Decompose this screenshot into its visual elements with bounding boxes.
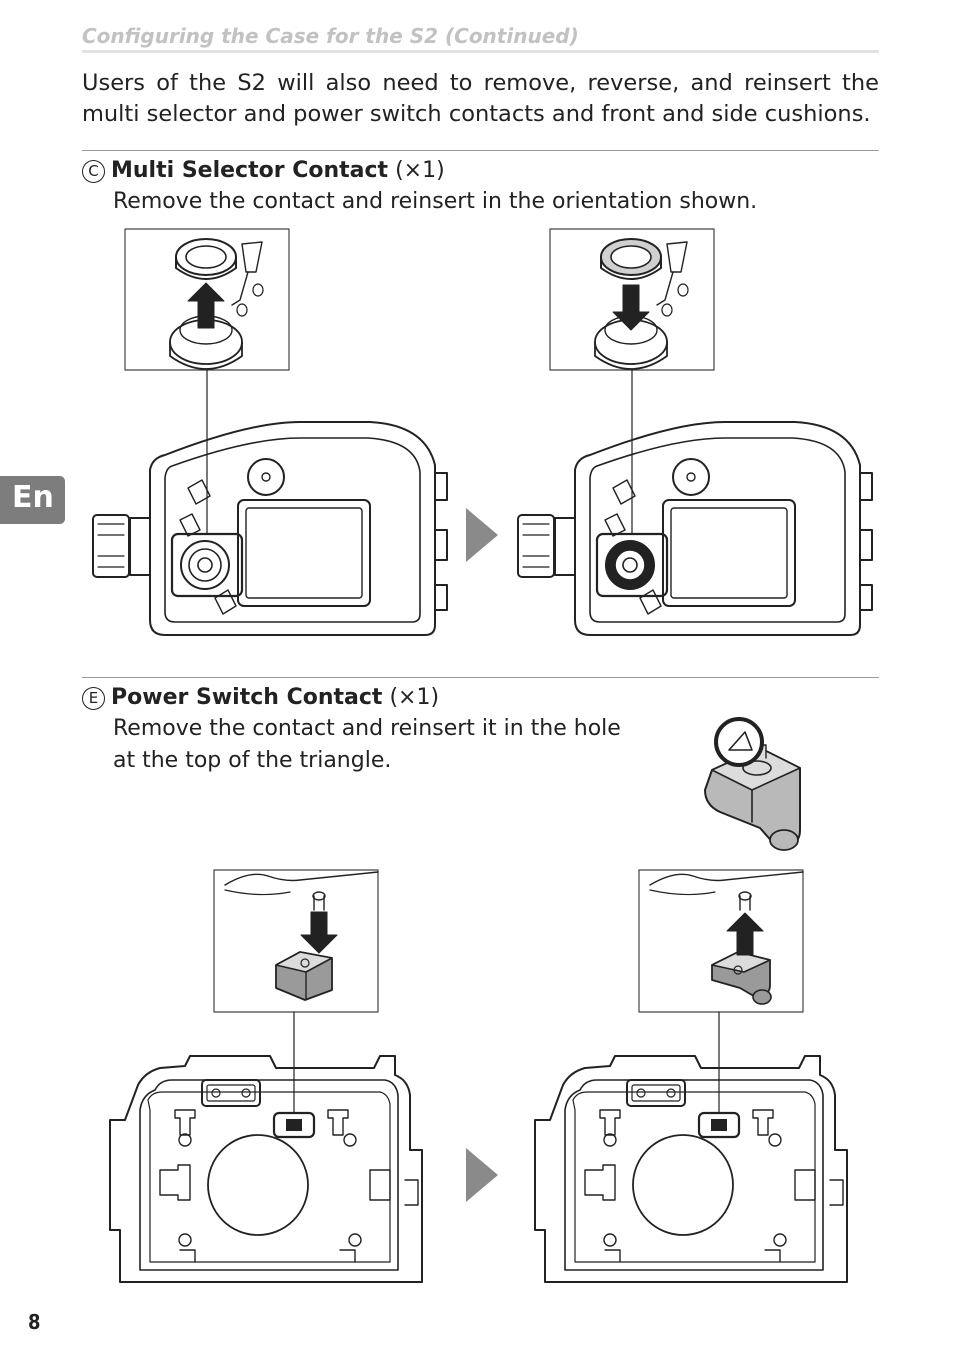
case-front-after-illustration bbox=[533, 1011, 849, 1284]
section-divider bbox=[82, 150, 879, 151]
section-divider bbox=[82, 677, 879, 678]
page-number: 8 bbox=[28, 1310, 41, 1334]
section-c-body: Remove the contact and reinsert in the o… bbox=[113, 189, 758, 214]
power-switch-contact-illustration bbox=[704, 717, 801, 851]
multi-selector-reinsert-illustration bbox=[549, 228, 715, 371]
section-c-heading: C Multi Selector Contact (×1) bbox=[82, 156, 445, 186]
section-e-title: Power Switch Contact bbox=[111, 685, 383, 710]
step-arrow-icon bbox=[466, 508, 498, 562]
multi-selector-remove-illustration bbox=[124, 228, 290, 371]
section-c-count: (×1) bbox=[395, 158, 445, 183]
circled-letter-e-icon: E bbox=[82, 687, 105, 710]
intro-paragraph: Users of the S2 will also need to remove… bbox=[82, 70, 879, 127]
section-e-body-line-2: at the top of the triangle. bbox=[113, 748, 392, 773]
section-e-count: (×1) bbox=[389, 685, 440, 710]
step-arrow-icon bbox=[466, 1148, 498, 1202]
circled-letter-c-icon: C bbox=[82, 160, 105, 183]
section-e-heading: E Power Switch Contact (×1) bbox=[82, 683, 439, 713]
case-back-before-illustration bbox=[91, 369, 449, 637]
language-tab: En bbox=[0, 476, 65, 524]
power-switch-remove-illustration bbox=[638, 869, 804, 1013]
language-tab-label: En bbox=[12, 480, 54, 515]
case-back-after-illustration bbox=[516, 369, 874, 637]
section-c-title: Multi Selector Contact bbox=[111, 158, 389, 183]
power-switch-insert-illustration bbox=[213, 869, 379, 1013]
running-head: Configuring the Case for the S2 (Continu… bbox=[82, 24, 879, 53]
case-front-before-illustration bbox=[108, 1011, 424, 1284]
section-e-body-line-1: Remove the contact and reinsert it in th… bbox=[113, 716, 621, 741]
